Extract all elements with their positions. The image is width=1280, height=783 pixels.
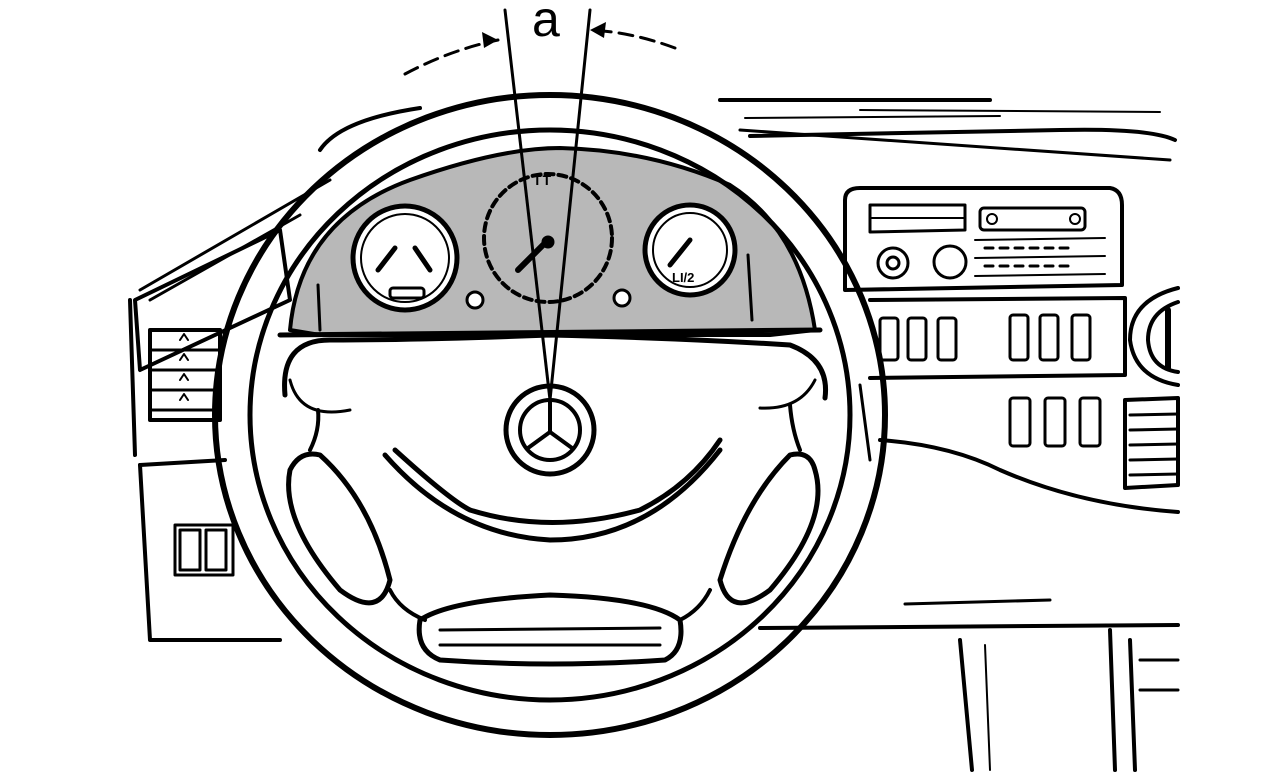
dashboard-top	[318, 98, 1177, 162]
angle-reference-lines	[503, 8, 592, 402]
right-round-vent	[1128, 286, 1180, 387]
gauge-right-text: LI/2	[672, 270, 695, 285]
lower-left-panel	[138, 458, 282, 642]
dashboard-lower	[758, 383, 1180, 772]
steering-wheel	[212, 92, 888, 738]
angle-indicator	[403, 22, 677, 76]
center-switch-panel	[868, 296, 1127, 448]
angle-label: a	[528, 0, 564, 44]
right-grille	[1123, 396, 1180, 490]
gauge-center-mark: TT	[533, 172, 553, 188]
radio-unit	[843, 186, 1124, 292]
instrument-cluster	[277, 146, 823, 338]
